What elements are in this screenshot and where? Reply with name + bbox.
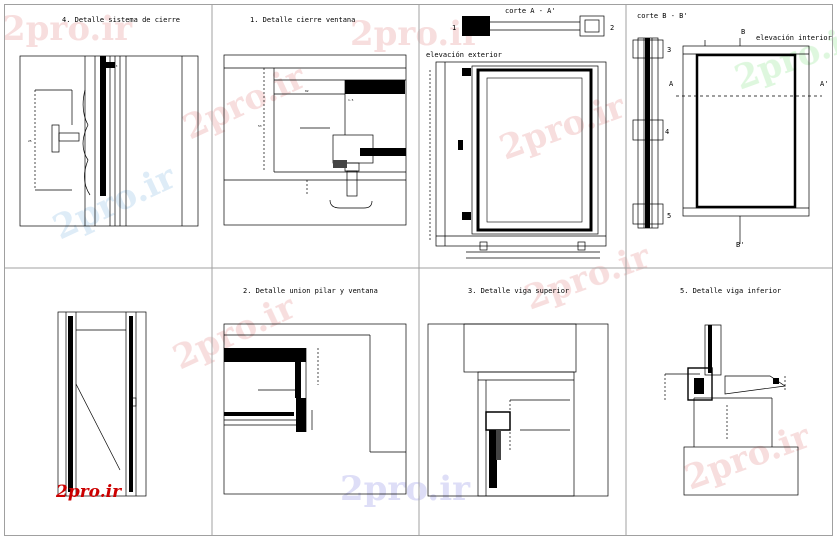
- panel-detalle-union-pilar: 2. Detalle union pilar y ventana: [223, 287, 407, 495]
- watermark-text: 2pro.ir: [519, 236, 656, 318]
- section-profile: [645, 38, 650, 228]
- panel-title: 3. Detalle viga superior: [468, 287, 569, 295]
- watermark-text: 2pro.ir: [679, 416, 816, 498]
- watermark-text: 2pro.ir: [2, 9, 133, 49]
- logo-watermark: 2pro.ir: [55, 482, 122, 502]
- panel-detalle-viga-superior: 3. Detalle viga superior: [427, 287, 609, 497]
- marker-4: 4: [665, 128, 669, 136]
- panel-grid: [4, 4, 833, 536]
- panel-title: corte A - A': [505, 7, 556, 15]
- marker-2: 2: [610, 24, 614, 32]
- panel-title: 4. Detalle sistema de cierre: [62, 16, 180, 24]
- dim-label: 82: [305, 89, 309, 93]
- dim-label: 1.5: [348, 98, 354, 102]
- panel-subtitle: elevación interior: [756, 34, 832, 42]
- panel-title: 5. Detalle viga inferior: [680, 287, 781, 295]
- panel-corte-b-elevacion-interior: corte B - B' elevación interior 3 4 5 B …: [632, 12, 832, 249]
- marker-1: 1: [452, 24, 456, 32]
- panel-window-elevation: 2pro.ir: [55, 311, 147, 502]
- panel-detalle-sistema-cierre: 4. Detalle sistema de cierre 25 0.3: [19, 16, 199, 227]
- dim-label: 25: [28, 139, 32, 143]
- panel-detalle-cierre-ventana: 1. Detalle cierre ventana 53 82 1.5: [223, 16, 407, 226]
- watermark-text: 2pro.ir: [177, 56, 313, 148]
- panel-title: 2. Detalle union pilar y ventana: [243, 287, 378, 295]
- marker-A-prime: A': [820, 80, 828, 88]
- marker-3: 3: [667, 46, 671, 54]
- frame-profile: [100, 56, 106, 196]
- panel-title: corte B - B': [637, 12, 688, 20]
- marker-B: B: [741, 28, 745, 36]
- panel-title: 1. Detalle cierre ventana: [250, 16, 355, 24]
- watermark-text: 2pro.ir: [340, 469, 471, 509]
- marker-5: 5: [667, 212, 671, 220]
- panel-subtitle: elevación exterior: [426, 51, 502, 59]
- watermark-text: 2pro.ir: [167, 286, 303, 378]
- watermark-text: 2pro.ir: [494, 86, 631, 168]
- section-cut: [462, 16, 490, 36]
- window-frame: [695, 53, 797, 209]
- dim-label: 0.3: [112, 64, 118, 68]
- panel-corte-a-elevacion-exterior: corte A - A' elevación exterior 1 2: [426, 7, 614, 259]
- panel-detalle-viga-inferior: 5. Detalle viga inferior: [664, 287, 799, 496]
- dim-label: 53: [258, 124, 262, 128]
- marker-B-prime: B': [736, 241, 744, 249]
- watermark-text: 2pro.ir: [350, 14, 481, 54]
- marker-A: A: [669, 80, 674, 88]
- window-frame: [476, 68, 593, 232]
